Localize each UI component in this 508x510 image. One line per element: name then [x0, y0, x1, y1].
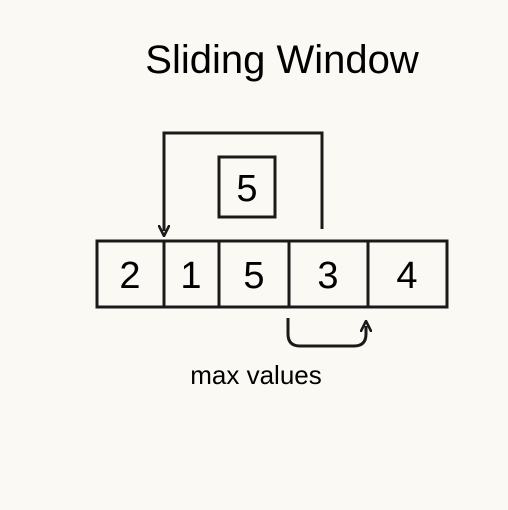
array-cell-value: 1 — [180, 255, 201, 297]
array-row: 2 1 5 3 4 — [95, 239, 449, 309]
window-bracket-arrow — [164, 131, 324, 231]
array-cell-value: 4 — [396, 255, 417, 297]
array-frame — [95, 239, 449, 309]
slide-right-arrow — [286, 318, 366, 348]
window-max-frame — [217, 155, 277, 219]
array-cell-value: 3 — [317, 255, 338, 297]
caption-label: max values — [190, 360, 322, 390]
array-cell-value: 2 — [119, 255, 140, 297]
window-max-value: 5 — [236, 168, 257, 210]
window-max-box: 5 — [217, 155, 277, 219]
diagram-title: Sliding Window — [145, 38, 419, 82]
array-cell-value: 5 — [243, 255, 264, 297]
